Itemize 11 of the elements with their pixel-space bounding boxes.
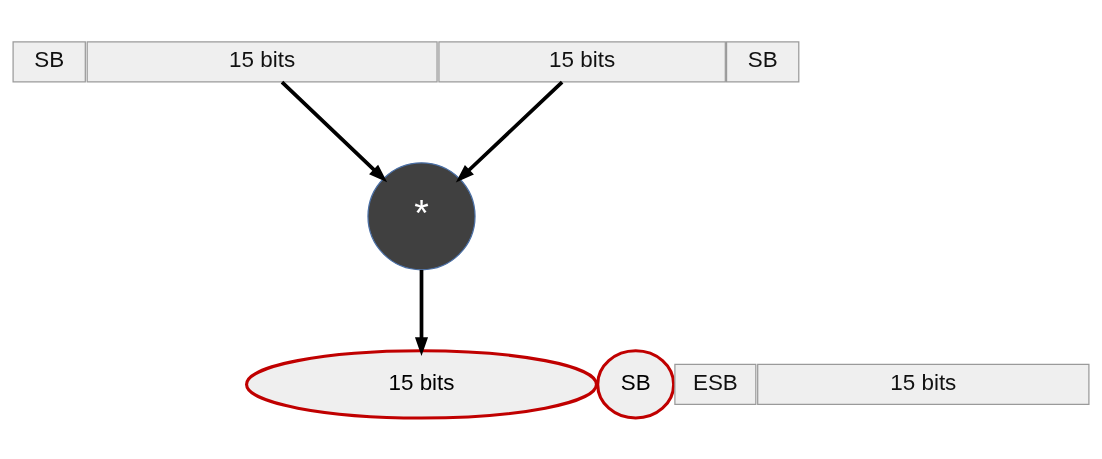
node-box: 15 bits	[757, 363, 1090, 405]
node-ellipse: SB	[596, 348, 676, 420]
arrow	[280, 80, 388, 182]
arrow	[414, 269, 429, 356]
node-box: 15 bits	[438, 40, 726, 82]
node-box: 15 bits	[86, 40, 438, 82]
node-ellipse: 15 bits	[245, 348, 598, 420]
node-box: SB	[12, 40, 86, 82]
arrow	[455, 80, 564, 183]
node-box: SB	[725, 40, 800, 82]
node-box: ESB	[674, 363, 757, 405]
